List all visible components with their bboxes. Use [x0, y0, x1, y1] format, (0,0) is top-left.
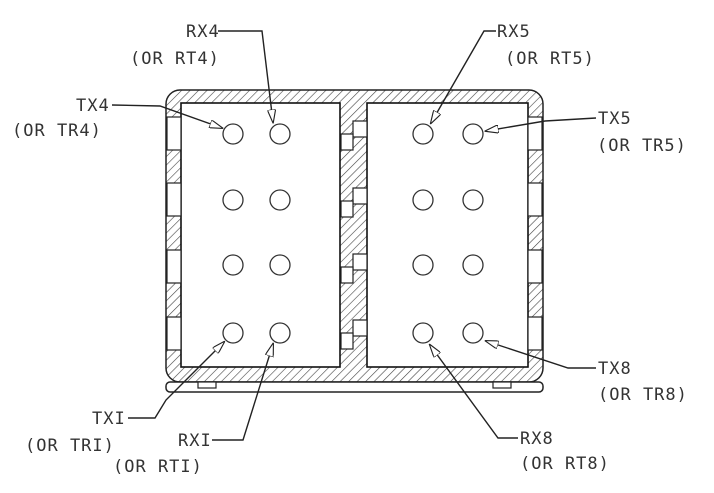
port-tx8: [462, 322, 484, 344]
label-rx4: RX4: [186, 22, 220, 42]
port: [222, 254, 244, 276]
label-tx5-alt: (OR TR5): [597, 136, 687, 156]
label-tx5: TX5: [598, 109, 632, 129]
label-tx1-alt: (OR TRI): [25, 436, 115, 456]
port: [462, 254, 484, 276]
port: [269, 189, 291, 211]
leader-rx4: [218, 30, 273, 122]
labels: RX4 (OR RT4) RX5 (OR RT5) TX4 (OR TR4) T…: [12, 22, 688, 477]
label-rx4-alt: (OR RT4): [130, 49, 220, 69]
port-tx1: [222, 322, 244, 344]
label-rx1-alt: (OR RTI): [113, 457, 203, 477]
center-wall-notches: [340, 120, 368, 350]
port: [222, 189, 244, 211]
label-tx8: TX8: [598, 359, 632, 379]
port-rx5: [412, 123, 434, 145]
port-rx8: [412, 322, 434, 344]
leader-rx5: [431, 30, 496, 123]
label-rx1: RXI: [178, 431, 212, 451]
port: [462, 189, 484, 211]
side-wall-windows: [166, 116, 543, 351]
label-rx8-alt: (OR RT8): [520, 454, 610, 474]
label-tx1: TXI: [92, 409, 126, 429]
port: [412, 189, 434, 211]
right-cavity: [366, 102, 529, 368]
port-tx5: [462, 123, 484, 145]
port-rx4: [269, 123, 291, 145]
leader-tx5: [486, 117, 597, 131]
leader-tx8: [486, 341, 596, 369]
label-tx4-alt: (OR TR4): [12, 121, 102, 141]
port: [412, 254, 434, 276]
leader-tx1: [128, 342, 224, 419]
port: [269, 254, 291, 276]
port-rx1: [269, 322, 291, 344]
label-tx4: TX4: [76, 96, 110, 116]
housing: [165, 89, 544, 393]
label-rx8: RX8: [520, 429, 554, 449]
label-rx5-alt: (OR RT5): [505, 49, 595, 69]
label-rx5: RX5: [497, 22, 531, 42]
leader-tx4: [111, 104, 222, 128]
label-tx8-alt: (OR TR8): [598, 385, 688, 405]
left-cavity: [180, 102, 341, 368]
leader-rx8: [430, 345, 518, 439]
port-holes: [222, 123, 484, 344]
leader-lines: [111, 30, 597, 441]
leader-rx1: [212, 344, 273, 441]
port-tx4: [222, 123, 244, 145]
